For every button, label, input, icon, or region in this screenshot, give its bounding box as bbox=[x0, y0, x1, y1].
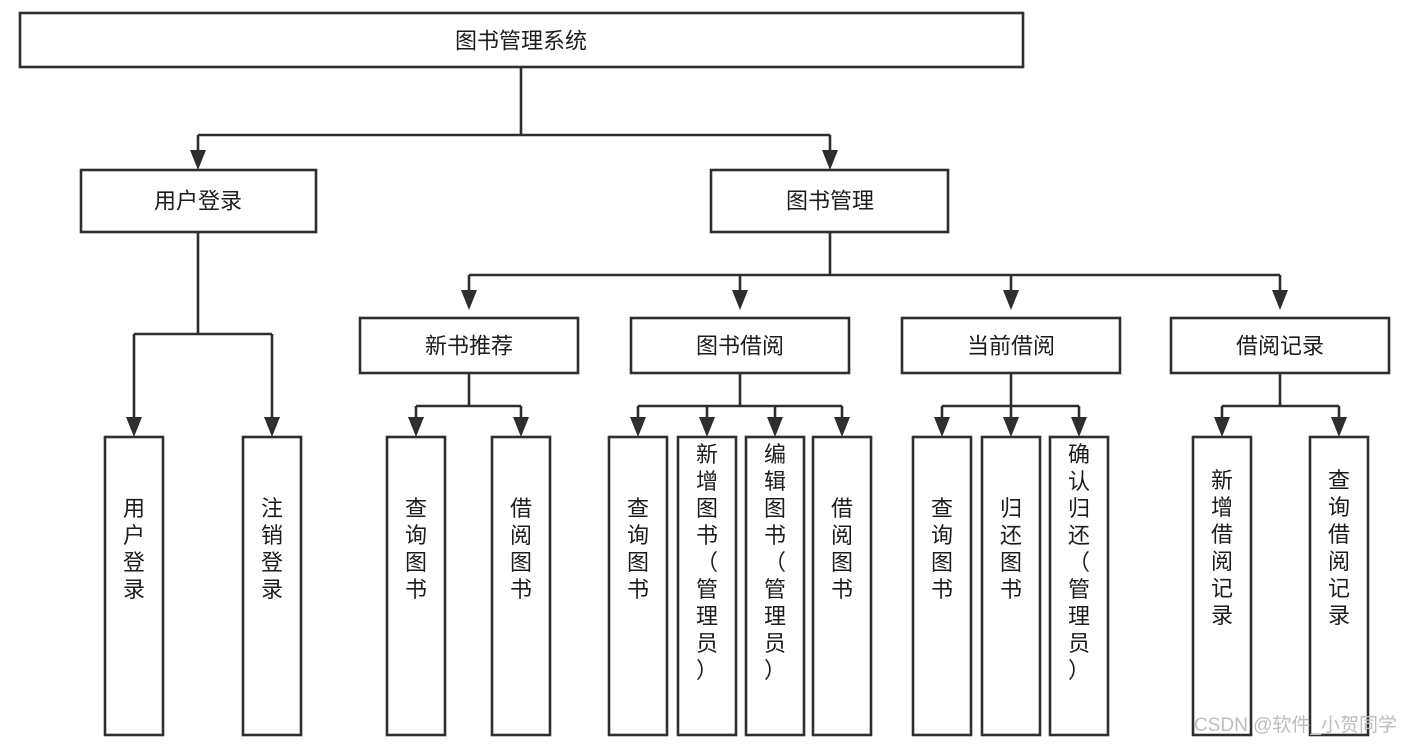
node-new-book-recommend-box[interactable] bbox=[358, 316, 580, 375]
node-leaf-borrow-book-2-box[interactable] bbox=[811, 435, 873, 737]
node-new-book-recommend-label: 新书推荐 bbox=[425, 334, 513, 359]
node-leaf-user-logout-box[interactable] bbox=[241, 435, 303, 737]
node-leaf-add-book-label: 新增图书（管理员） bbox=[696, 442, 718, 683]
node-leaf-query-book-1-label: 查询图书 bbox=[405, 496, 427, 602]
node-book-manage-label: 图书管理 bbox=[786, 189, 874, 214]
node-leaf-query-book-3-label: 查询图书 bbox=[931, 496, 953, 602]
node-leaf-add-book[interactable]: 新增图书（管理员） bbox=[676, 435, 738, 737]
arrow-to-leaf-add-record bbox=[1214, 417, 1230, 437]
node-leaf-confirm-return[interactable]: 确认归还（管理员） bbox=[1048, 435, 1110, 737]
arrow-to-leaf-edit-book bbox=[767, 417, 783, 437]
node-book-manage-box[interactable] bbox=[709, 168, 950, 234]
node-book-borrow[interactable]: 图书借阅 bbox=[629, 316, 851, 375]
node-leaf-query-book-3[interactable]: 查询图书 bbox=[911, 435, 973, 737]
node-leaf-edit-book-label: 编辑图书（管理员） bbox=[764, 442, 786, 683]
connector-current-borrow-to-leaves bbox=[934, 373, 1087, 437]
node-user-login[interactable]: 用户登录 bbox=[79, 168, 318, 234]
node-leaf-return-book[interactable]: 归还图书 bbox=[980, 435, 1042, 737]
node-leaf-query-record-label: 查询借阅记录 bbox=[1328, 468, 1350, 628]
arrow-to-leaf-query-record bbox=[1331, 417, 1347, 437]
node-leaf-query-book-2[interactable]: 查询图书 bbox=[607, 435, 669, 737]
node-leaf-confirm-return-label: 确认归还（管理员） bbox=[1068, 442, 1090, 683]
connector-user-login-to-leaves bbox=[126, 232, 280, 437]
node-leaf-query-record[interactable]: 查询借阅记录 bbox=[1308, 435, 1370, 737]
node-leaf-query-book-1[interactable]: 查询图书 bbox=[385, 435, 447, 737]
arrow-to-book-manage bbox=[822, 150, 838, 170]
node-current-borrow[interactable]: 当前借阅 bbox=[900, 316, 1122, 375]
node-root-box[interactable] bbox=[18, 11, 1025, 69]
connector-new-book-recommend-to-leaves bbox=[408, 373, 529, 437]
arrow-to-borrow-record bbox=[1272, 290, 1288, 310]
node-leaf-return-book-label: 归还图书 bbox=[1000, 496, 1022, 602]
arrow-to-book-borrow bbox=[732, 290, 748, 310]
node-book-borrow-label: 图书借阅 bbox=[696, 334, 784, 359]
arrow-to-leaf-user-logout bbox=[264, 417, 280, 437]
node-book-borrow-box[interactable] bbox=[629, 316, 851, 375]
node-leaf-add-record-box[interactable] bbox=[1191, 435, 1253, 737]
arrow-to-leaf-query-book-2 bbox=[630, 417, 646, 437]
node-leaf-edit-book[interactable]: 编辑图书（管理员） bbox=[744, 435, 806, 737]
node-root[interactable]: 图书管理系统 bbox=[18, 11, 1025, 69]
arrow-to-leaf-confirm-return bbox=[1071, 417, 1087, 437]
connector-borrow-record-to-leaves bbox=[1214, 373, 1347, 437]
connector-root-to-level2 bbox=[190, 67, 838, 170]
node-leaf-query-record-box[interactable] bbox=[1308, 435, 1370, 737]
node-borrow-record-label: 借阅记录 bbox=[1236, 334, 1324, 359]
node-book-manage[interactable]: 图书管理 bbox=[709, 168, 950, 234]
node-leaf-query-book-2-label: 查询图书 bbox=[627, 496, 649, 602]
node-leaf-user-login-label: 用户登录 bbox=[123, 496, 145, 602]
node-borrow-record-box[interactable] bbox=[1169, 316, 1391, 375]
node-new-book-recommend[interactable]: 新书推荐 bbox=[358, 316, 580, 375]
arrow-to-leaf-add-book bbox=[699, 417, 715, 437]
arrow-to-user-login bbox=[190, 150, 206, 170]
arrow-to-new-book-recommend bbox=[461, 290, 477, 310]
connector-book-borrow-to-leaves bbox=[630, 373, 850, 437]
arrow-to-leaf-query-book-1 bbox=[408, 417, 424, 437]
node-leaf-borrow-book-1-label: 借阅图书 bbox=[510, 496, 532, 602]
node-leaf-add-record-label: 新增借阅记录 bbox=[1211, 468, 1233, 628]
node-leaf-user-login-box[interactable] bbox=[103, 435, 165, 737]
node-user-login-box[interactable] bbox=[79, 168, 318, 234]
arrow-to-current-borrow bbox=[1003, 290, 1019, 310]
node-leaf-query-book-2-box[interactable] bbox=[607, 435, 669, 737]
node-leaf-query-book-3-box[interactable] bbox=[911, 435, 973, 737]
node-leaf-borrow-book-2[interactable]: 借阅图书 bbox=[811, 435, 873, 737]
node-root-label: 图书管理系统 bbox=[455, 29, 587, 54]
node-borrow-record[interactable]: 借阅记录 bbox=[1169, 316, 1391, 375]
node-current-borrow-box[interactable] bbox=[900, 316, 1122, 375]
connector-book-manage-to-level3 bbox=[461, 232, 1288, 310]
node-leaf-user-logout-label: 注销登录 bbox=[261, 496, 283, 602]
node-current-borrow-label: 当前借阅 bbox=[967, 334, 1055, 359]
node-leaf-borrow-book-2-label: 借阅图书 bbox=[831, 496, 853, 602]
node-leaf-confirm-return-box[interactable] bbox=[1048, 435, 1110, 737]
node-leaf-borrow-book-1-box[interactable] bbox=[490, 435, 552, 737]
arrow-to-leaf-return-book bbox=[1003, 417, 1019, 437]
arrow-to-leaf-borrow-book-2 bbox=[834, 417, 850, 437]
node-user-login-label: 用户登录 bbox=[154, 189, 242, 214]
node-leaf-user-login[interactable]: 用户登录 bbox=[103, 435, 165, 737]
arrow-to-leaf-borrow-book-1 bbox=[513, 417, 529, 437]
node-leaf-user-logout[interactable]: 注销登录 bbox=[241, 435, 303, 737]
arrow-to-leaf-user-login bbox=[126, 417, 142, 437]
node-leaf-add-book-box[interactable] bbox=[676, 435, 738, 737]
node-leaf-edit-book-box[interactable] bbox=[744, 435, 806, 737]
node-leaf-add-record[interactable]: 新增借阅记录 bbox=[1191, 435, 1253, 737]
node-leaf-borrow-book-1[interactable]: 借阅图书 bbox=[490, 435, 552, 737]
node-leaf-query-book-1-box[interactable] bbox=[385, 435, 447, 737]
arrow-to-leaf-query-book-3 bbox=[934, 417, 950, 437]
node-leaf-return-book-box[interactable] bbox=[980, 435, 1042, 737]
csdn-watermark: CSDN @软件_小贺同学 bbox=[1194, 714, 1397, 736]
